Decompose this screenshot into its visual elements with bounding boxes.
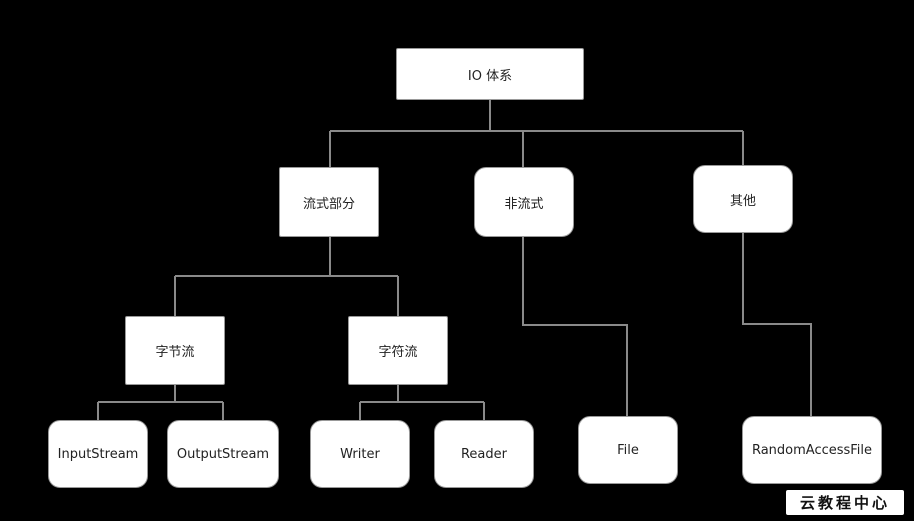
watermark-text: 云教程中心 [799,494,890,512]
node-inputstream-label: InputStream [57,446,139,462]
node-other: 其他 [693,165,793,233]
node-reader-label: Reader [460,446,507,462]
node-file: File [578,416,678,484]
node-stream: 流式部分 [279,167,379,237]
node-byte-stream-label: 字节流 [155,345,195,360]
node-inputstream: InputStream [48,420,148,488]
node-byte-stream: 字节流 [125,316,225,385]
node-char-stream-label: 字符流 [378,345,418,360]
node-reader: Reader [434,420,534,488]
node-io-root: IO 体系 [396,48,584,100]
node-other-label: 其他 [729,193,756,209]
node-randomaccessfile: RandomAccessFile [742,416,882,484]
node-io-root-label: IO 体系 [467,68,513,84]
node-stream-label: 流式部分 [302,196,355,212]
node-outputstream: OutputStream [167,420,279,488]
node-char-stream: 字符流 [348,316,448,385]
connector-nonstream-file [522,237,628,416]
connector-other-raf [742,233,812,416]
node-nonstream-label: 非流式 [504,196,544,212]
node-outputstream-label: OutputStream [176,446,270,462]
node-writer: Writer [310,420,410,488]
node-randomaccessfile-label: RandomAccessFile [751,442,873,458]
node-file-label: File [617,442,639,458]
watermark-logo: 云教程中心 [785,490,904,515]
node-nonstream: 非流式 [474,167,574,237]
node-writer-label: Writer [340,446,380,462]
